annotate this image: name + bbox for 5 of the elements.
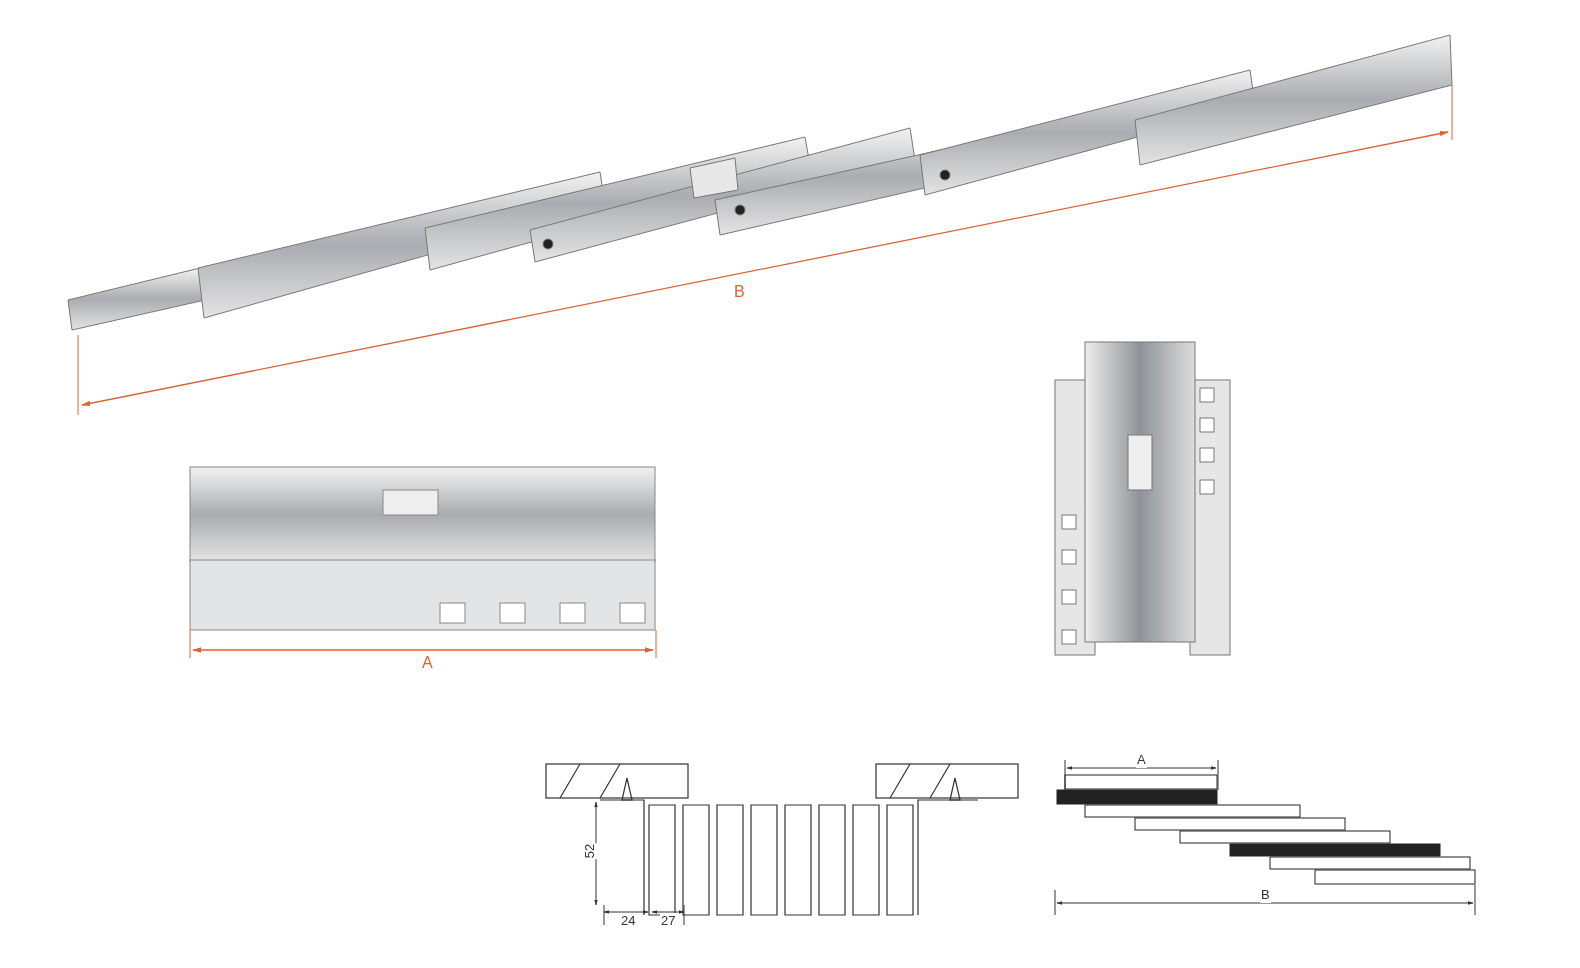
dimension-label: A [1136,752,1147,768]
dimension-label: 52 [582,842,599,860]
dimension-label: A [421,655,434,671]
dimension-label: B [1260,887,1271,903]
dimension-label: B [733,284,746,300]
